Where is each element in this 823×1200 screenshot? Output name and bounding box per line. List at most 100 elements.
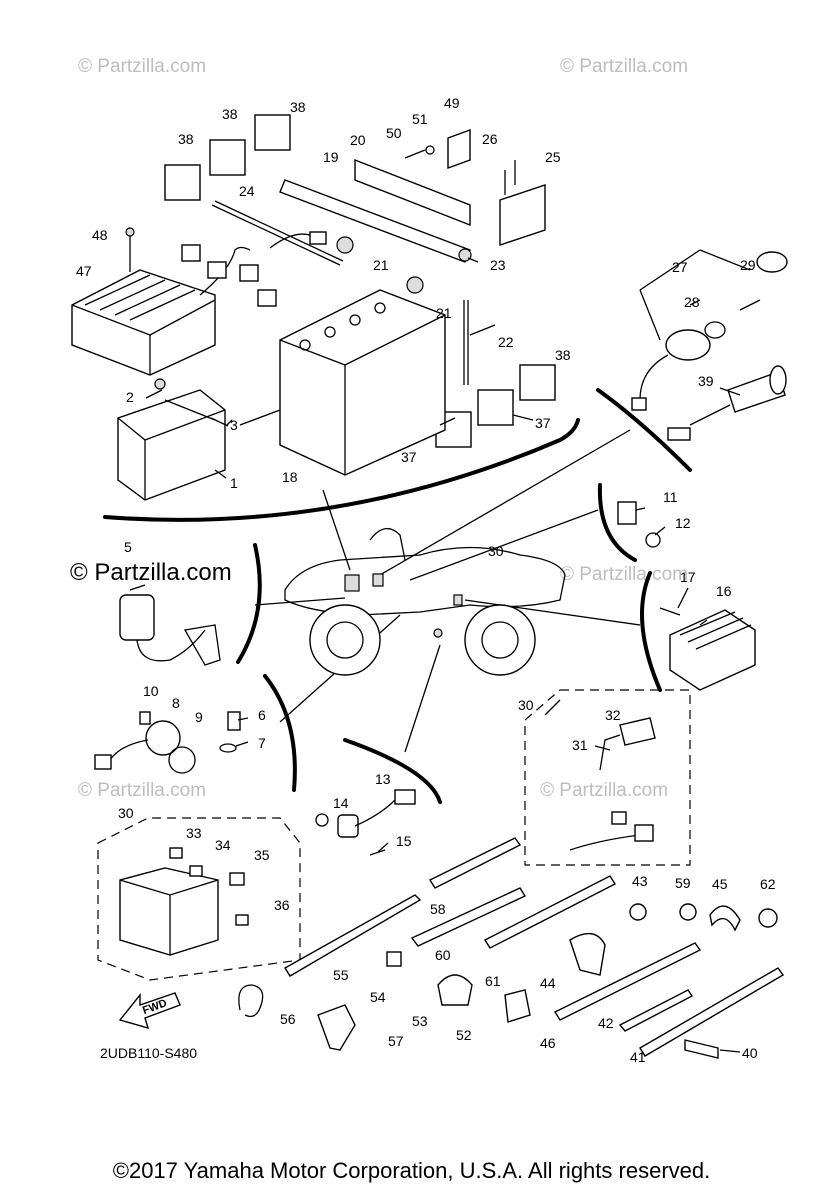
battery: [279, 289, 446, 476]
part-label-60: 60: [435, 947, 451, 963]
part-label-43: 43: [632, 873, 648, 889]
part-label-21b: 21: [436, 305, 452, 321]
sensor-group-boundary: [597, 483, 637, 562]
part-label-49: 49: [444, 95, 460, 111]
throttle-sensor: [94, 711, 196, 774]
part-label-38b: 38: [222, 106, 238, 122]
battery-cable: [211, 200, 344, 266]
watermarks: © Partzilla.com © Partzilla.com © Partzi…: [70, 56, 688, 801]
part-label-2: 2: [126, 389, 134, 405]
part-label-38d: 38: [555, 347, 571, 363]
part-label-20: 20: [350, 132, 366, 148]
part-label-48: 48: [92, 227, 108, 243]
fwd-arrow: FWD: [118, 992, 181, 1030]
part-label-32: 32: [605, 707, 621, 723]
ignition-group-boundary: [596, 388, 692, 472]
clamp-57: [317, 1004, 356, 1051]
part-label-41: 41: [630, 1049, 646, 1065]
part-label-14: 14: [333, 795, 349, 811]
part-label-44: 44: [540, 975, 556, 991]
part-label-30b: 30: [518, 697, 534, 713]
watermark: © Partzilla.com: [70, 559, 232, 586]
clamp-44: [569, 932, 606, 976]
part-label-21: 21: [373, 257, 389, 273]
part-label-55: 55: [333, 967, 349, 983]
part-label-25: 25: [545, 149, 561, 165]
part-label-57: 57: [388, 1033, 404, 1049]
part-label-42: 42: [598, 1015, 614, 1031]
part-label-19: 19: [323, 149, 339, 165]
atv-body: [284, 546, 566, 616]
part-label-18: 18: [282, 469, 298, 485]
part-label-38: 38: [178, 131, 194, 147]
copyright-notice: ©2017 Yamaha Motor Corporation, U.S.A. A…: [112, 1158, 711, 1183]
clamp-59: [679, 903, 697, 921]
clamp-43: [629, 903, 647, 921]
harness-group: [524, 689, 691, 866]
part-label-59: 59: [675, 875, 691, 891]
dc-socket: [667, 365, 787, 441]
watermark: © Partzilla.com: [78, 56, 206, 77]
temp-sensor: [219, 711, 241, 753]
clamp-53: [437, 974, 473, 1006]
cable-tie-60: [410, 887, 527, 947]
atv-vehicle: [284, 528, 566, 676]
part-label-24: 24: [239, 183, 255, 199]
part-leaders: [145, 257, 741, 1053]
part-label-26: 26: [482, 131, 498, 147]
part-label-51: 51: [412, 111, 428, 127]
part-label-30c: 30: [118, 805, 134, 821]
control-unit: [71, 227, 277, 376]
atv-front-wheel: [309, 604, 381, 676]
clamp-54: [386, 951, 402, 967]
regulator-group-boundary: [640, 571, 662, 692]
watermark: © Partzilla.com: [560, 56, 688, 77]
part-label-58: 58: [430, 901, 446, 917]
speed-sensor: [315, 789, 416, 856]
part-label-9: 9: [195, 709, 203, 725]
part-label-23: 23: [490, 257, 506, 273]
sensor-11: [617, 501, 661, 548]
part-label-53: 53: [412, 1013, 428, 1029]
starter-relay: [404, 129, 546, 246]
watermark: © Partzilla.com: [540, 780, 668, 801]
part-label-7: 7: [258, 735, 266, 751]
part-label-31: 31: [572, 737, 588, 753]
speed-group-boundary: [343, 738, 442, 804]
part-label-3: 3: [230, 417, 238, 433]
part-label-52: 52: [456, 1027, 472, 1043]
part-label-1: 1: [230, 475, 238, 491]
part-label-35: 35: [254, 847, 270, 863]
part-label-22: 22: [498, 334, 514, 350]
ecu-unit: [117, 378, 229, 501]
clamp-62: [758, 908, 778, 928]
clamps: [238, 903, 778, 1051]
part-number-labels: 1 2 3 5 6 7 8 9 10 11 12 13 14 15 16 17 …: [76, 95, 776, 1065]
part-label-33: 33: [186, 825, 202, 841]
part-label-37b: 37: [535, 415, 551, 431]
cable-tie-55: [284, 894, 422, 977]
part-label-39: 39: [698, 373, 714, 389]
fuse-box-group: [97, 817, 301, 981]
part-label-30: 30: [488, 543, 504, 559]
atv-handlebar: [369, 528, 406, 561]
clamp-45: [709, 905, 741, 932]
part-label-38c: 38: [290, 99, 306, 115]
ignition-coil: [119, 584, 221, 666]
cable-tie-46: [553, 942, 702, 1021]
part-label-15: 15: [396, 833, 412, 849]
atv-ecu-marker: [344, 574, 360, 592]
relays: [164, 114, 556, 448]
rectifier-regulator: [659, 607, 756, 691]
clamp-52: [504, 989, 531, 1023]
part-label-10: 10: [143, 683, 159, 699]
part-label-29: 29: [740, 257, 756, 273]
battery-bracket: [279, 158, 472, 385]
part-label-56: 56: [280, 1011, 296, 1027]
part-label-36: 36: [274, 897, 290, 913]
upper-group-boundary: [103, 418, 580, 522]
cable-tie-40: [684, 1039, 719, 1059]
part-label-50: 50: [386, 125, 402, 141]
part-label-27: 27: [672, 259, 688, 275]
part-label-28: 28: [684, 294, 700, 310]
